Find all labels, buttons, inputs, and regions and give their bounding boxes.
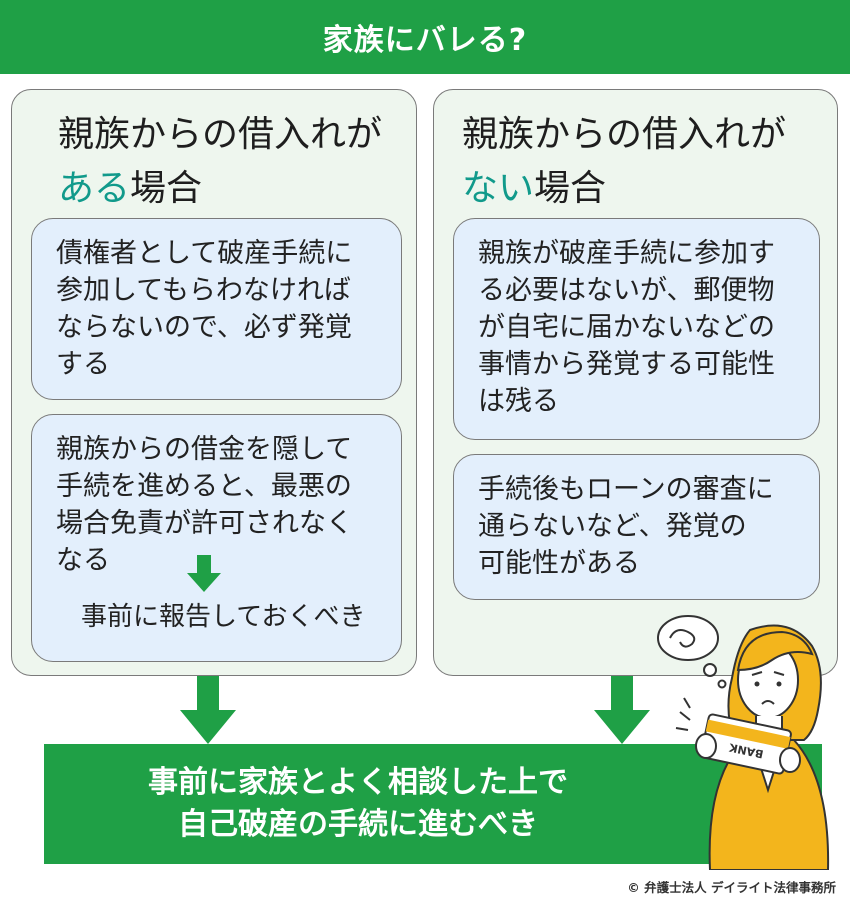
card-text: 債権者として破産手続に 参加してもらわなければ ならないので、必ず発覚 する: [56, 238, 353, 380]
thought-bubble-icon: [657, 615, 727, 689]
card-conclusion: 事前に報告しておくべき: [81, 602, 366, 632]
down-arrow-icon: [187, 555, 221, 592]
panel-with-borrowing: 親族からの借入れが ある場合 債権者として破産手続に 参加してもらわなければ な…: [11, 89, 417, 676]
panel-title-without-borrowing: 親族からの借入れが ない場合: [462, 108, 786, 216]
info-card: 債権者として破産手続に 参加してもらわなければ ならないので、必ず発覚 する: [31, 218, 402, 400]
panel-title-line2: ある場合: [58, 162, 382, 216]
copyright-credit: © 弁護士法人 デイライト法律事務所: [627, 880, 836, 895]
title-highlight: ある: [58, 168, 131, 209]
title-highlight: ない: [462, 168, 535, 209]
panel-title-with-borrowing: 親族からの借入れが ある場合: [58, 108, 382, 216]
conclusion-banner: 事前に家族とよく相談した上で 自己破産の手続に進むべき: [44, 744, 822, 864]
card-text: 親族が破産手続に参加す る必要はないが、郵便物 が自宅に届かないなどの 事情から…: [478, 238, 775, 417]
info-card: 手続後もローンの審査に 通らないなど、発覚の 可能性がある: [453, 454, 820, 600]
panel-title-line1: 親族からの借入れが: [462, 114, 787, 155]
header-banner: 家族にバレる?: [0, 0, 850, 74]
conclusion-line1: 事前に家族とよく相談した上で: [148, 765, 568, 800]
conclusion-line2: 自己破産の手続に進むべき: [178, 807, 538, 842]
card-text: 親族からの借金を隠して 手続を進めると、最悪の 場合免責が許可されなく なる: [56, 434, 353, 576]
header-title: 家族にバレる?: [322, 23, 528, 58]
down-arrow-icon: [594, 676, 650, 744]
title-suffix: 場合: [534, 168, 607, 209]
card-text: 手続後もローンの審査に 通らないなど、発覚の 可能性がある: [478, 474, 774, 579]
title-suffix: 場合: [130, 168, 203, 209]
panel-title-line1: 親族からの借入れが: [58, 114, 383, 155]
worried-woman-icon: BANK: [657, 615, 830, 870]
info-card: 親族が破産手続に参加す る必要はないが、郵便物 が自宅に届かないなどの 事情から…: [453, 218, 820, 440]
bankbook-icon: BANK: [700, 713, 792, 775]
info-card: 親族からの借金を隠して 手続を進めると、最悪の 場合免責が許可されなく なる 事…: [31, 414, 402, 662]
down-arrow-icon: [180, 676, 236, 744]
panel-title-line2: ない場合: [462, 162, 786, 216]
panel-without-borrowing: 親族からの借入れが ない場合 親族が破産手続に参加す る必要はないが、郵便物 が…: [433, 89, 838, 676]
